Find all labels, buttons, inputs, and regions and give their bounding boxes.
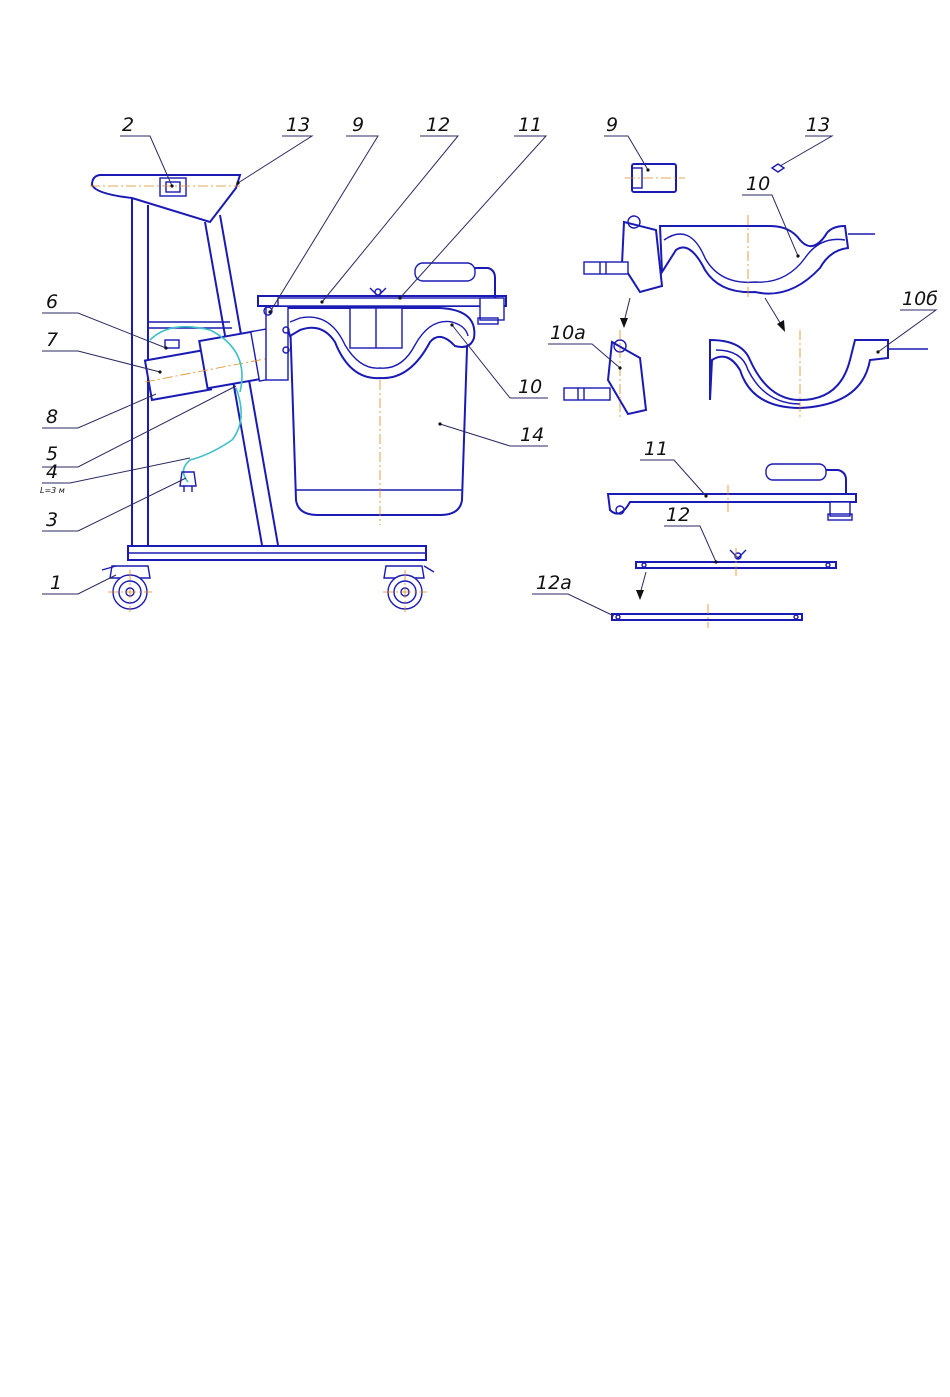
detail-label-10b: 10б [902, 288, 938, 310]
detail-views: 9 13 10 [532, 114, 938, 628]
detail-hook-part-b: 10б [710, 288, 938, 418]
detail-plain-bar: 12а [532, 572, 802, 628]
detail-label-12: 12 [666, 504, 690, 526]
detail-label-9: 9 [606, 114, 618, 136]
detail-screw: 13 [772, 114, 832, 172]
label-10: 10 [518, 376, 542, 398]
detail-label-10a: 10а [550, 322, 586, 344]
label-4: 4 [46, 461, 58, 483]
motor [145, 329, 280, 400]
label-14: 14 [520, 424, 544, 446]
control-head [90, 175, 240, 222]
label-7: 7 [46, 329, 58, 351]
label-6: 6 [46, 291, 58, 313]
detail-label-10: 10 [746, 173, 770, 195]
label-2: 2 [122, 114, 134, 136]
label-13: 13 [286, 114, 310, 136]
detail-knob: 9 [604, 114, 685, 192]
main-assembly: 2 13 9 12 11 6 7 8 5 4 L=3 м 3 1 10 14 [40, 114, 548, 612]
label-12: 12 [426, 114, 450, 136]
detail-clamp-bar: 12 [636, 504, 836, 600]
label-1: 1 [50, 572, 62, 594]
label-4-length: L=3 м [40, 486, 65, 495]
detail-hook-part-a: 10а [548, 322, 646, 420]
detail-hook: 10 [584, 173, 875, 332]
detail-label-12a: 12а [536, 572, 572, 594]
detail-label-13: 13 [806, 114, 830, 136]
caster-right [383, 566, 434, 612]
detail-lid-bar: 11 [608, 438, 856, 520]
caster-left [102, 566, 152, 612]
label-9: 9 [352, 114, 364, 136]
detail-label-11: 11 [644, 438, 668, 460]
label-8: 8 [46, 406, 58, 428]
label-3: 3 [46, 509, 58, 531]
label-11: 11 [518, 114, 542, 136]
